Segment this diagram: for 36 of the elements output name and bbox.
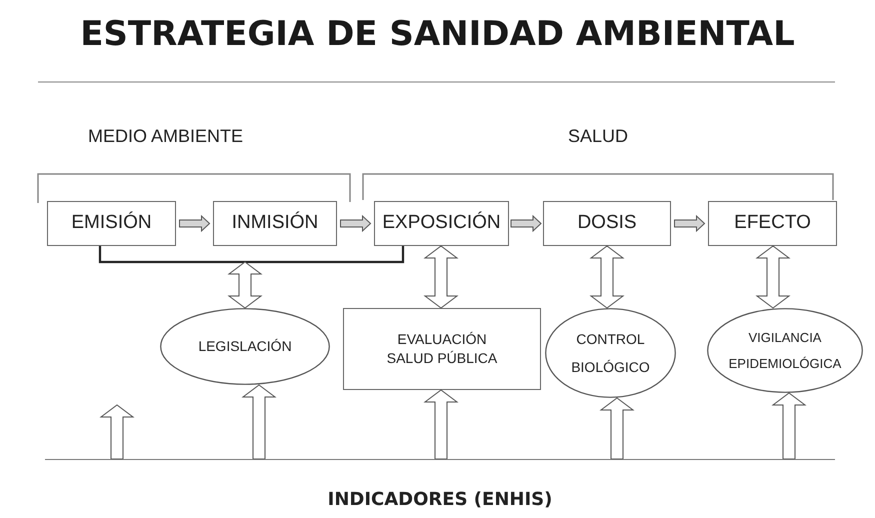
- section-label: SALUD: [568, 126, 628, 147]
- block-arrow: [772, 392, 806, 460]
- double-arrow: [590, 245, 624, 309]
- node-label: DOSIS: [577, 212, 637, 235]
- node-label: EMISIÓN: [71, 212, 152, 235]
- node-label: LEGISLACIÓN: [198, 338, 292, 355]
- process-box: [374, 201, 509, 246]
- block-arrow: [100, 404, 134, 460]
- connector-line: [98, 246, 404, 264]
- node-label: INMISIÓN: [232, 212, 318, 235]
- node-label: EFECTO: [734, 212, 811, 235]
- process-box: [708, 201, 837, 246]
- process-box: [343, 308, 541, 390]
- node-label: CONTROL BIOLÓGICO: [570, 330, 651, 377]
- double-arrow: [424, 245, 458, 309]
- section-label: MEDIO AMBIENTE: [88, 126, 244, 147]
- process-box: [213, 201, 337, 246]
- node-label: VIGILANCIA EPIDEMIOLÓGICA: [728, 328, 842, 372]
- block-arrow: [600, 397, 634, 460]
- block-arrow: [674, 214, 706, 232]
- process-box: [543, 201, 671, 246]
- footer-label: INDICADORES (ENHIS): [328, 489, 552, 511]
- process-box: [47, 201, 176, 246]
- block-arrow: [179, 214, 210, 232]
- node-label: EXPOSICIÓN: [382, 212, 501, 235]
- block-arrow: [242, 384, 276, 460]
- block-arrow: [510, 214, 542, 232]
- double-arrow: [228, 261, 262, 309]
- diagram-title: ESTRATEGIA DE SANIDAD AMBIENTAL: [79, 14, 796, 54]
- oval-node: [160, 308, 330, 385]
- oval-node: [707, 308, 863, 393]
- node-label: EVALUACIÓN SALUD PÚBLICA: [386, 330, 498, 368]
- oval-node: [545, 308, 676, 398]
- block-arrow: [340, 214, 372, 232]
- double-arrow: [756, 245, 790, 309]
- block-arrow: [424, 389, 458, 460]
